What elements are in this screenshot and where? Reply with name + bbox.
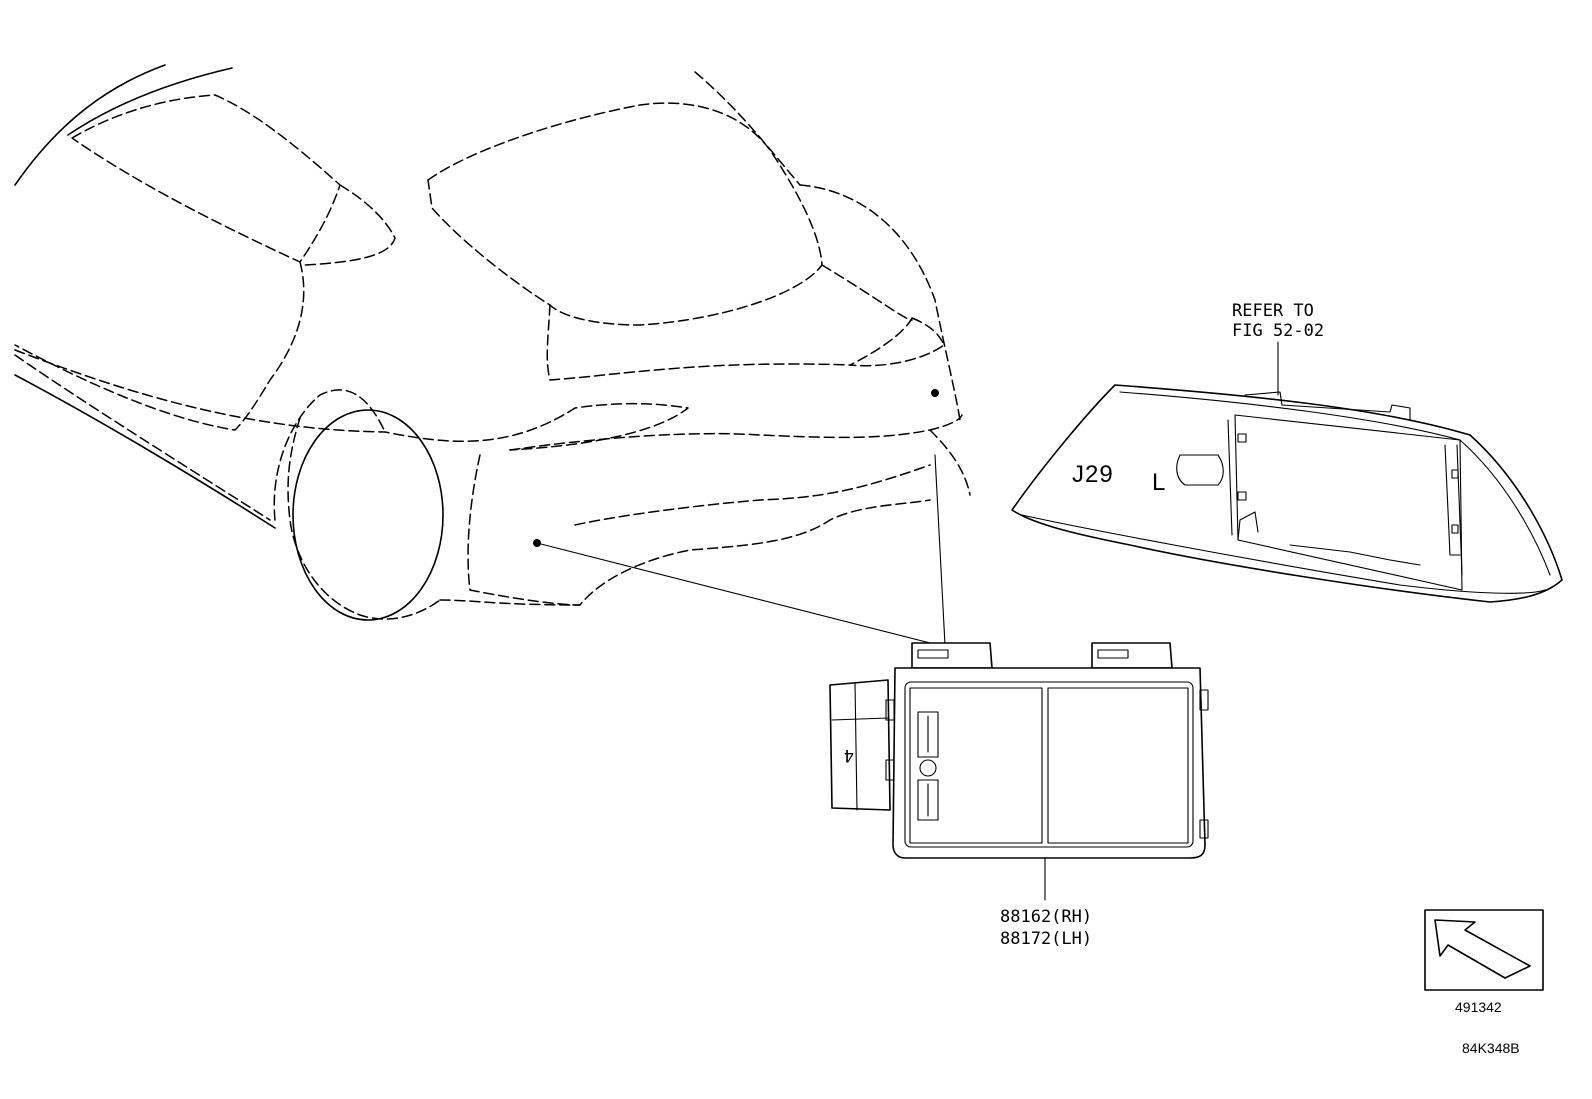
- part-number-rh: 88162(RH): [1000, 907, 1092, 927]
- sensor-unit: 4: [829, 642, 1209, 901]
- lamp-code-stamp: J29: [1072, 461, 1114, 488]
- illustration-id: 84K348B: [1462, 1040, 1520, 1056]
- vehicle-rear-outline: [14, 64, 971, 621]
- lamp-side-stamp: L: [1152, 469, 1166, 496]
- tail-lamp-assembly: J29 L: [1011, 384, 1563, 603]
- sensor-side-marking: 4: [844, 745, 854, 765]
- refer-note-line1: REFER TO: [1232, 301, 1314, 321]
- sensor-location-markers: [533, 389, 946, 646]
- part-number-lh: 88172(LH): [1000, 929, 1092, 949]
- refer-note-line2: FIG 52-02: [1232, 321, 1324, 341]
- arrow-up-left-icon: [1434, 919, 1531, 979]
- sensor-dot-upper: [931, 389, 939, 397]
- view-direction-indicator: 491342: [1424, 909, 1544, 1015]
- view-indicator-code: 491342: [1455, 999, 1502, 1015]
